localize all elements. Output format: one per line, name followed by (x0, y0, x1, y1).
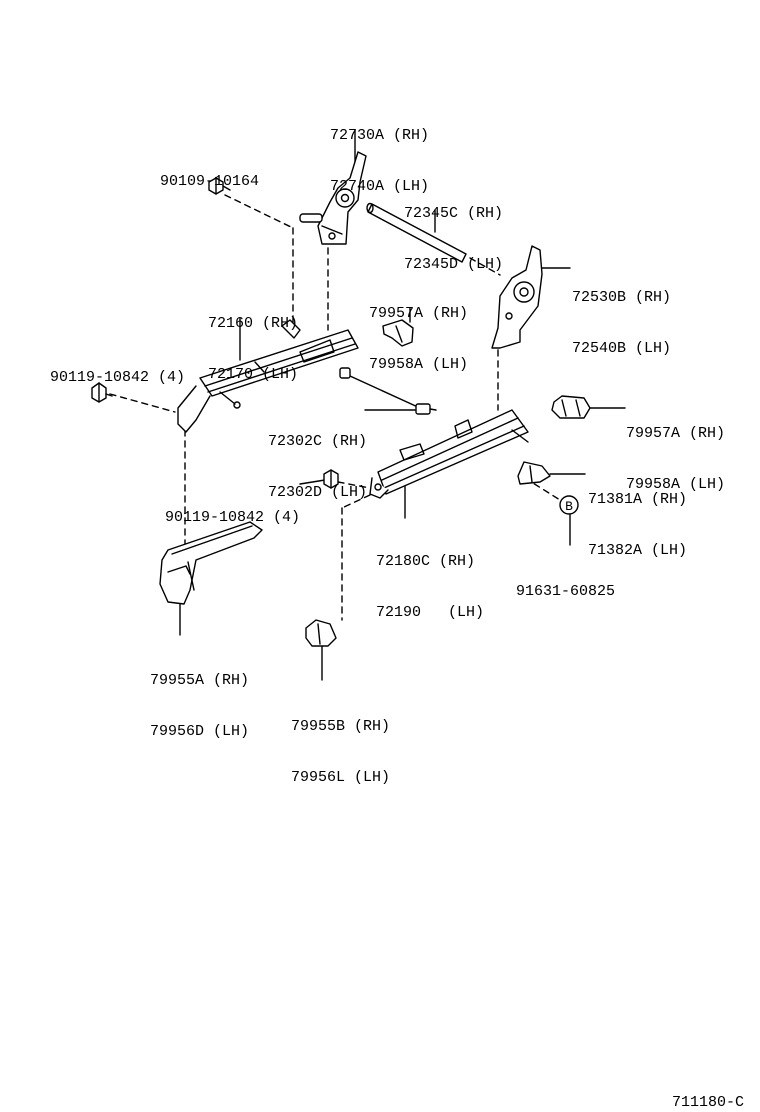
label-72302: 72302C (RH) 72302D (LH) (268, 399, 367, 518)
cable-72302-icon (339, 367, 437, 415)
alignment-lines (109, 194, 561, 621)
label-72345-line2: 72345D (LH) (404, 256, 504, 273)
label-72530-line1: 72530B (RH) (572, 289, 672, 306)
label-90109: 90109-10164 (160, 139, 259, 207)
bolt-90119-mid-icon (323, 469, 339, 489)
bracket-71381-icon (517, 461, 551, 485)
recliner-hinge-72730-icon (299, 151, 367, 245)
label-79955b: 79955B (RH) 79956L (LH) (291, 684, 390, 803)
label-72160-line2: 72170 (LH) (208, 366, 299, 383)
label-72530: 72530B (RH) 72540B (LH) (572, 255, 671, 374)
label-72180-line2: 72190 (LH) (376, 604, 485, 621)
label-79955a-line2: 79956D (LH) (150, 723, 250, 740)
seat-track-72160-icon (177, 319, 359, 433)
label-79955b-line1: 79955B (RH) (291, 718, 391, 735)
label-90109-line1: 90109-10164 (160, 173, 260, 190)
recliner-hinge-72530-icon (491, 245, 543, 349)
label-79957-top-line2: 79958A (LH) (369, 356, 469, 373)
cover-79957-right-icon (551, 395, 591, 419)
label-72302-line2: 72302D (LH) (268, 484, 368, 501)
cover-79955b-icon (305, 619, 337, 647)
label-72345: 72345C (RH) 72345D (LH) (404, 171, 503, 290)
label-71381: 71381A (RH) 71382A (LH) (588, 457, 687, 576)
seat-track-72180-icon (369, 409, 529, 499)
label-79957-top-line1: 79957A (RH) (369, 305, 469, 322)
diagram-code: 711180-C (672, 1094, 745, 1111)
label-72160-line1: 72160 (RH) (208, 315, 299, 332)
callout-b-icon (559, 495, 579, 515)
label-72730-line1: 72730A (RH) (330, 127, 430, 144)
label-72180-line1: 72180C (RH) (376, 553, 476, 570)
label-72160: 72160 (RH) 72170 (LH) (208, 281, 298, 400)
label-72302-line1: 72302C (RH) (268, 433, 368, 450)
label-79957-right-line1: 79957A (RH) (626, 425, 726, 442)
label-72530-line2: 72540B (LH) (572, 340, 672, 357)
label-72730-line2: 72740A (LH) (330, 178, 430, 195)
label-72180: 72180C (RH) 72190 (LH) (376, 519, 484, 638)
label-71381-line2: 71382A (LH) (588, 542, 688, 559)
label-90119-left: 90119-10842 (4) (50, 335, 185, 403)
cover-79955a-icon (159, 521, 263, 605)
label-79957-right-line2: 79958A (LH) (626, 476, 726, 493)
label-79957-top: 79957A (RH) 79958A (LH) (369, 271, 468, 390)
bolt-90119-left-icon (91, 382, 113, 403)
label-90119-left-line1: 90119-10842 (4) (50, 369, 186, 386)
label-91631: 91631-60825 (516, 549, 615, 617)
label-72345-line1: 72345C (RH) (404, 205, 504, 222)
callout-b-letter: B (565, 499, 573, 514)
label-90119-mid: 90119-10842 (4) (165, 475, 300, 543)
label-79955a-line1: 79955A (RH) (150, 672, 250, 689)
connecting-rod-72345-icon (366, 202, 467, 263)
label-79955a: 79955A (RH) 79956D (LH) (150, 638, 249, 757)
label-79957-right: 79957A (RH) 79958A (LH) (626, 391, 725, 510)
label-79955b-line2: 79956L (LH) (291, 769, 391, 786)
cover-79957-top-icon (382, 319, 414, 347)
bolt-90109-icon (208, 177, 231, 195)
label-71381-line1: 71381A (RH) (588, 491, 688, 508)
label-91631-line1: 91631-60825 (516, 583, 616, 600)
label-72730: 72730A (RH) 72740A (LH) (330, 93, 429, 212)
label-90119-mid-line1: 90119-10842 (4) (165, 509, 301, 526)
